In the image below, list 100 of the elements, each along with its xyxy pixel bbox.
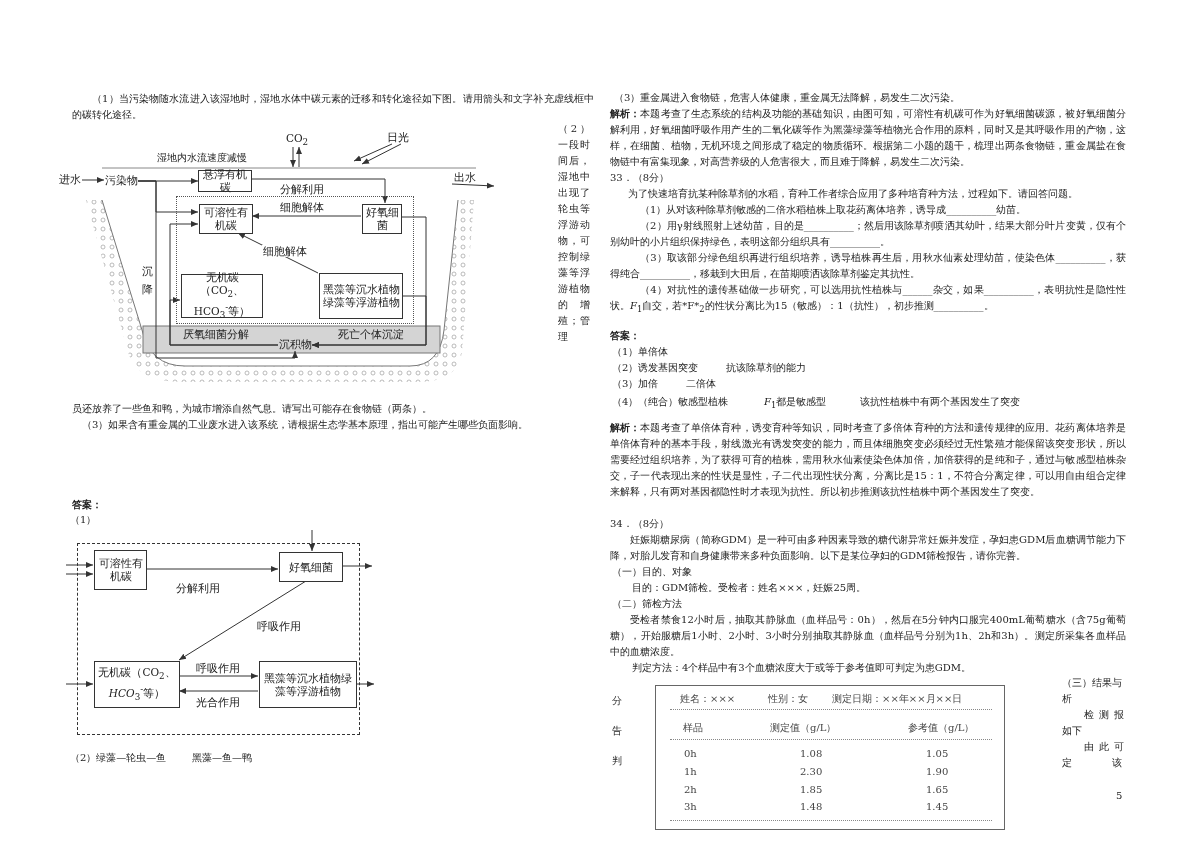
- answer-text: 抗该除草剂的能力: [726, 361, 806, 375]
- arrow: [311, 295, 427, 348]
- question-text: 判定方法：4个样品中有3个血糖浓度大于或等于参考值即可判定为患GDM。: [632, 661, 971, 675]
- outflow-label: 出水: [452, 171, 478, 184]
- process-box: 可溶性有机碳: [199, 204, 253, 234]
- question-text: 员还放养了一些鱼和鸭，为城市增添自然气息。请写出可能存在食物链（两条）。: [72, 402, 432, 416]
- question-text: （3）取该部分绿色组织再进行组织培养，诱导植株再生后，用秋水仙素处理幼苗，使染色体__________，获得纯合__________，移栽到大田后，在苗期喷洒该除草剂鉴定其抗性。: [610, 251, 1126, 282]
- answer-text: （3）重金属进入食物链，危害人体健康，重金属无法降解，易发生二次污染。: [614, 91, 961, 105]
- question-number: 34．（8分）: [610, 517, 670, 531]
- table-cell: 1.08: [800, 747, 823, 760]
- arrow: [361, 143, 402, 165]
- edge-label: 光合作用: [195, 696, 241, 708]
- table-cell: 1h: [684, 765, 697, 778]
- table-cell: 样品: [683, 721, 703, 734]
- arrow: [355, 681, 375, 687]
- answer-heading: 答案：: [610, 329, 640, 343]
- edge-label: 分解利用: [175, 582, 221, 594]
- table-cell: 测定日期：××年××月××日: [832, 692, 963, 705]
- section-heading: （二）筛检方法: [612, 597, 682, 611]
- side-text: 检测报: [1084, 708, 1129, 722]
- question-text: （2）用γ射线照射上述幼苗，目的是__________；然后用该除草剂喷洒其幼叶，结果大部分叶片变黄，仅有个别幼叶的小片组织保持绿色，表明这部分组织具有__________。: [610, 219, 1126, 250]
- edge-label: 呼吸作用: [195, 662, 241, 674]
- edge-label: 呼吸作用: [256, 620, 302, 632]
- question-text: （1）从对该种除草剂敏感的二倍水稻植株上取花药离体培养，诱导成__________幼苗。: [640, 203, 1027, 218]
- dotted-frame: [176, 196, 414, 324]
- arrow: [178, 580, 307, 661]
- answer-text: F$_{1}$都是敏感型: [764, 395, 827, 412]
- process-box: 好氧细菌: [279, 552, 343, 582]
- side-text: 析: [1062, 692, 1072, 706]
- process-box: 无机碳（CO$_{2}$、HCO$_{3}$$^{-}$等）: [94, 661, 180, 708]
- answer-text: （3）加倍: [612, 377, 659, 391]
- side-text: 该: [1112, 756, 1122, 770]
- question-text: （4）对抗性的遗传基础做一步研究，可以选用抗性植株与______杂交，如果__________，表明抗性是隐性性状。F$_{1}$自交，若*F*$_{2}$的性状分离比为15（敏感）：1（抗性），初步推测__________。: [610, 283, 1126, 316]
- arrow: [251, 178, 388, 204]
- table-cell: 1.45: [926, 800, 949, 813]
- side-text: 定: [1062, 756, 1072, 770]
- edge-label: 厌氧细菌分解: [182, 328, 250, 340]
- arrow: [341, 563, 373, 569]
- arrow: [65, 681, 94, 687]
- co2-label: CO$_{2}$: [287, 134, 307, 147]
- section-heading: （一）目的、对象: [612, 565, 692, 579]
- answer-text: （2）诱发基因突变: [612, 361, 699, 375]
- table-cell: 2.30: [800, 765, 823, 778]
- table-cell: 1.48: [800, 800, 823, 813]
- process-box: 好氧细菌: [362, 204, 402, 234]
- section-heading: （三）结果与: [1062, 676, 1122, 690]
- answer-text: （1）: [70, 513, 97, 527]
- analysis-text: 解析：本题考查了生态系统的结构及功能的基础知识，由图可知，可溶性有机碳可作为好氧细菌碳源，被好氧细菌分解利用，好氧细菌呼吸作用产生的二氧化碳等作为黑藻绿藻等植物光合作用的原料，同时又是其呼吸作用的产物，这样，在细菌、植物，无机环境之间形成了稳定的物质循环。根据第二小题的题干，梳理出两条食物链，重金属盐在食物链中有富集现象，对高营养级的人危害很大，而且难于降解，易发生二次污染。: [610, 107, 1126, 169]
- sunlight-label: 日光: [386, 131, 410, 144]
- table-cell: 1.85: [800, 783, 823, 796]
- answer-text: 二倍体: [686, 377, 716, 391]
- side-text: （2）一段时间后，湿地中出现了轮虫等浮游动物，可控制绿藻等浮游植物的增殖；管理: [558, 122, 590, 344]
- answer-text: （2）绿藻—轮虫—鱼: [70, 751, 167, 765]
- question-number: 33．（8分）: [610, 171, 670, 185]
- table-cell: 参考值（g/L）: [908, 721, 975, 734]
- process-box: 黑藻等沉水植物绿藻等浮游植物: [319, 273, 403, 319]
- process-box: 黑藻等沉水植物绿藻等浮游植物: [259, 661, 357, 708]
- answer-text: 该抗性植株中有两个基因发生了突变: [860, 395, 1020, 409]
- side-text: 分: [612, 694, 622, 708]
- question-text: 目的：GDM筛检。受检者：姓名×××，妊娠25周。: [632, 581, 867, 595]
- arrow: [178, 688, 259, 694]
- question-text: （1）当污染物随水流进入该湿地时，湿地水体中碳元素的迁移和转化途径如下图。请用箭头和文字补充虚线框中的碳转化途径。: [72, 92, 594, 122]
- edge-label: 细胞解体: [279, 201, 325, 213]
- table-cell: 测定值（g/L）: [770, 721, 837, 734]
- diagram-label: 湿地内水流速度减慢: [157, 151, 247, 165]
- arrow: [296, 146, 302, 168]
- side-text: 告: [612, 724, 622, 738]
- question-text: 受检者禁食12小时后，抽取其静脉血（血样品号：0h），然后在5分钟内口服完400mL葡萄糖水（含75g葡萄糖），开始服糖后1小时、2小时、3小时分别抽取其静脉血（血样品号分别为1h、2h和3h）。测定所采集各血样品中的血糖浓度。: [610, 613, 1126, 659]
- arrow: [451, 182, 495, 189]
- arrow: [251, 213, 362, 219]
- arrow: [65, 571, 94, 577]
- question-text: 妊娠期糖尿病（简称GDM）是一种可由多种因素导致的糖代谢异常妊娠并发症，孕妇患GDM后血糖调节能力下降，对胎儿发育和自身健康带来多种负面影响。以下是某位孕妇的GDM筛检报告，请你完善。: [610, 533, 1126, 563]
- edge-label: 细胞解体: [262, 245, 308, 257]
- edge-label: 死亡个体沉淀: [337, 328, 405, 340]
- table-cell: 3h: [684, 800, 697, 813]
- table-cell: 0h: [684, 747, 697, 760]
- arrow: [178, 673, 259, 679]
- arrow: [65, 562, 94, 568]
- arrow: [353, 143, 393, 162]
- question-text: （3）如果含有重金属的工业废水进入该系统，请根据生态学基本原理，指出可能产生哪些负面影响。: [82, 418, 529, 432]
- dashed-frame: [77, 543, 360, 735]
- question-text: 为了快速培育抗某种除草剂的水稻，育种工作者综合应用了多种培育种方法，过程如下。请回答问题。: [628, 187, 1078, 201]
- process-box: 悬浮有机碳: [198, 170, 252, 192]
- process-box: 可溶性有机碳: [94, 550, 147, 590]
- arrow: [169, 297, 279, 346]
- analysis-text: 解析：本题考查了单倍体育种，诱变育种等知识，同时考查了多倍体育种的方法和遗传规律的应用。花药离体培养是单倍体育种的基本手段，射线激光有诱发突变的能力，而且体细胞突变必须经过无性繁殖才能保留该突变形状，所以需要经过组织培养，为了获得可育的植株，需用秋水仙素使染色体加倍，加倍获得的是纯和子，通过与敏感型植株杂交，子一代表现出来的性状是显性，子二代出现性状分离，分离比是15：1，不符合分离定律，可以用自由组合定律来解释，只有两对基因都隐性时才表现为抗性。所以初步推测该抗性植株中两个基因发生了突变。: [610, 421, 1126, 499]
- answer-text: （4）（纯合）敏感型植株: [612, 395, 729, 409]
- table-cell: 性别：女: [768, 692, 808, 705]
- side-text: 由此可: [1084, 740, 1129, 754]
- sediment-label: 沉积物: [278, 338, 312, 351]
- edge-label: 分解利用: [279, 183, 325, 195]
- table-cell: 姓名：×××: [680, 692, 736, 705]
- page-number: 5: [1116, 789, 1123, 803]
- answer-text: 黑藻—鱼—鸭: [192, 751, 252, 765]
- table-cell: 1.90: [926, 765, 949, 778]
- inflow-label: 进水: [58, 173, 82, 186]
- table-cell: 1.65: [926, 783, 949, 796]
- side-text: 如下: [1062, 724, 1082, 738]
- arrow: [81, 177, 105, 183]
- answer-text: （1）单倍体: [612, 345, 669, 359]
